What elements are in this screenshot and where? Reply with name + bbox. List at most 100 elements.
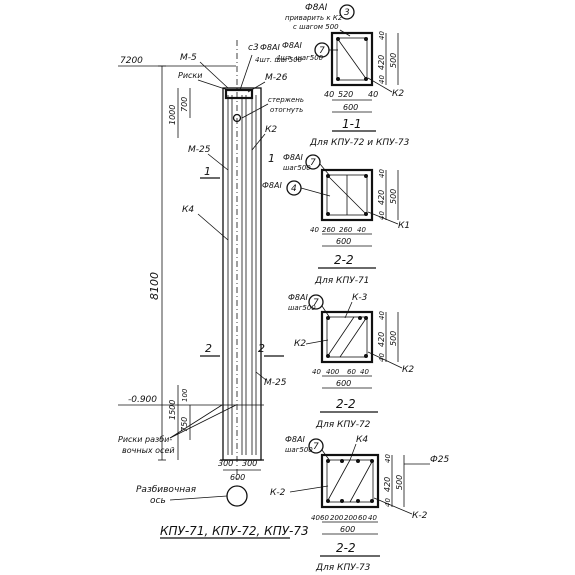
s2a-dim-v420: 420 (377, 190, 386, 205)
section-2b-outline (320, 310, 374, 364)
axis-bubble (226, 485, 248, 507)
s2c-dim-2: 200 (330, 514, 344, 522)
s2c-circle-7: 7 (313, 442, 319, 452)
label-razbivochnaya: Разбивочная (136, 485, 197, 495)
s1-subcaption: Для КПУ-72 и КПУ-73 (309, 138, 410, 148)
s2a-dim-3: 40 (357, 226, 366, 234)
s2a-circle-4: 4 (291, 184, 297, 194)
section-2a-outline (320, 168, 374, 222)
s2b-subcaption: Для КПУ-72 (315, 420, 371, 430)
s2a-dim-2: 260 (339, 226, 353, 234)
section-2-2-kpu71: Ф8АI шаг500 7 1 Ф8АI 4 40 260 260 40 600… (262, 152, 410, 286)
s1-dim-v40a: 40 (378, 31, 386, 40)
label-4sht: 4шт. шаг500 (255, 56, 303, 64)
s2b-dim-3: 40 (360, 368, 369, 376)
label-m26: М-26 (265, 73, 288, 83)
label-m25-bottom: М-25 (264, 378, 287, 388)
label-sterzhen: стержень (268, 96, 304, 104)
s1-top-label: Ф8АI (305, 3, 328, 13)
s2b-dim-2: 60 (347, 368, 356, 376)
s2c-dim-1: 60 (320, 514, 329, 522)
label-m5: М-5 (180, 53, 197, 63)
s2c-dim-v500: 500 (395, 475, 404, 490)
s2c-label-fi8ai: Ф8АI (285, 435, 305, 444)
level-bottom: -0.900 (128, 395, 157, 405)
section-mark-2-right: 2 (258, 342, 265, 355)
s1-caption: 1-1 (342, 117, 362, 131)
dim-bottom: 1500 (168, 400, 177, 420)
s1-label-fi8ai: Ф8АI (282, 41, 302, 50)
section-2c-outline (320, 453, 380, 509)
s1-circle-3: 3 (344, 8, 350, 18)
elevation-view: 7200 -0.900 8100 1000 700 1500 750 100 3… (118, 40, 309, 539)
s2b-dim-0: 40 (312, 368, 321, 376)
dim-width-total: 600 (230, 473, 245, 482)
s1-label-4sht: 4шт. шаг500 (276, 54, 324, 62)
s2c-dim-3: 200 (344, 514, 358, 522)
s2c-dim-v40b: 40 (384, 498, 392, 507)
section-1-1: Ф8АI приварить к К2 с шагом 500 3 Ф8АI 4… (276, 3, 410, 148)
s2b-dim-v40a: 40 (378, 311, 386, 320)
s2a-dim-1: 260 (322, 226, 336, 234)
s2c-label-k2-left: К-2 (270, 488, 286, 498)
label-c3: с3 (248, 43, 259, 53)
s2c-label-k4: К4 (356, 435, 368, 445)
s2a-subcaption: Для КПУ-71 (314, 276, 369, 286)
s2a-dim-v500: 500 (389, 189, 398, 204)
label-otognut: отогнуть (270, 106, 303, 114)
s1-dim-520: 520 (338, 90, 353, 99)
s1-dim-40a: 40 (324, 90, 334, 99)
s2b-dim-v420: 420 (377, 332, 386, 347)
s1-dim-600: 600 (343, 103, 358, 112)
label-riski-razb: Риски разби- (118, 435, 172, 444)
s2c-label-shag: шаг500 (285, 446, 313, 454)
section-mark-2-left: 2 (205, 342, 212, 355)
label-k4: К4 (182, 205, 194, 215)
dim-top2: 700 (180, 97, 189, 112)
s1-top-label3: с шагом 500 (293, 23, 339, 31)
s1-top-label2: приварить к К2 (285, 14, 343, 22)
label-k2: К2 (265, 125, 277, 135)
label-vochnykh-osei: вочных осей (122, 446, 175, 455)
s2a-caption: 2-2 (334, 253, 354, 267)
dim-top: 1000 (168, 105, 177, 125)
s2b-dim-v500: 500 (389, 331, 398, 346)
s2a-mark-1: 1 (268, 152, 275, 165)
s1-dim-v40b: 40 (378, 75, 386, 84)
section-2-2-kpu72: Ф8АI шаг500 7 К-3 К2 К2 40 400 60 40 600… (288, 293, 414, 430)
dim-bottom2: 750 (180, 417, 189, 432)
dim-width-right: 300 (242, 459, 257, 468)
s2b-caption: 2-2 (336, 397, 356, 411)
s2b-dim-600: 600 (336, 379, 351, 388)
s2a-label-fi8ai: Ф8АI (283, 153, 303, 162)
s2a-label-shag: шаг500 (283, 164, 311, 172)
s2b-circle-7: 7 (313, 298, 319, 308)
s2a-circle-7: 7 (310, 158, 316, 168)
dim-bottom3: 100 (181, 388, 189, 402)
s2c-dim-600: 600 (340, 525, 355, 534)
label-risk: Риски (178, 71, 202, 80)
s2b-label-fi8ai: Ф8АI (288, 293, 308, 302)
s1-label-k2: К2 (392, 89, 404, 99)
s2b-label-shag: шаг500 (288, 304, 316, 312)
label-m25-top: М-25 (188, 145, 211, 155)
s2c-dim-0: 40 (311, 514, 320, 522)
label-fi8ai: Ф8АI (260, 43, 280, 52)
label-os: ось (150, 496, 166, 506)
s2c-caption: 2-2 (336, 541, 356, 555)
s2a-dim-v40b: 40 (378, 211, 386, 220)
s1-dim-v420: 420 (377, 55, 386, 70)
section-1-outline (330, 31, 374, 87)
s2b-label-k2: К2 (294, 339, 306, 349)
s2c-label-phi25: Ф25 (430, 455, 449, 465)
s2c-dim-v40a: 40 (384, 454, 392, 463)
level-top: 7200 (120, 56, 143, 66)
s2b-dim-1: 400 (326, 368, 340, 376)
s2a-label-fi8ai-2: Ф8АI (262, 181, 282, 190)
s2a-label-k1: К1 (398, 221, 410, 231)
s1-circle-7: 7 (319, 46, 325, 56)
s2b-dim-v40b: 40 (378, 353, 386, 362)
s2a-dim-0: 40 (310, 226, 319, 234)
s2c-dim-5: 40 (368, 514, 377, 522)
